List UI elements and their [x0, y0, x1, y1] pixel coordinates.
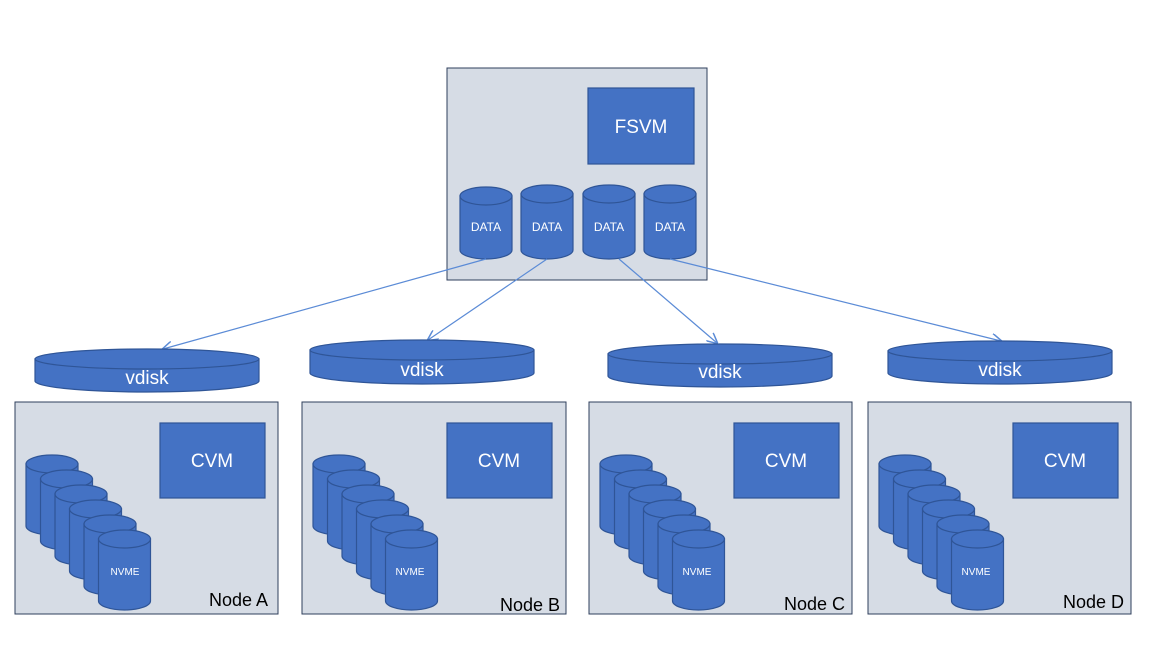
fsvm-label: FSVM — [615, 117, 668, 138]
vdisk-c: vdisk — [607, 343, 833, 388]
node-b: CVM NVME Node B — [301, 401, 567, 615]
cvm-label: CVM — [191, 451, 233, 472]
connectors — [163, 258, 1001, 349]
node-name: Node B — [500, 595, 560, 615]
vdisk-label: vdisk — [698, 362, 742, 383]
vdisk-a: vdisk — [34, 348, 260, 393]
data-disk-label: DATA — [532, 220, 562, 234]
node-c: CVM NVME Node C — [588, 401, 853, 615]
nvme-label: NVME — [683, 567, 712, 578]
connector-arrow — [618, 258, 717, 343]
data-disk-1: DATA — [459, 186, 513, 260]
cvm-label: CVM — [1044, 451, 1086, 472]
cvm-box — [159, 422, 266, 499]
nvme-label: NVME — [396, 567, 425, 578]
fsvm-box — [587, 87, 695, 165]
data-disk-4: DATA — [643, 184, 697, 260]
nvme-drive-stack — [312, 454, 439, 611]
node-d: CVM NVME Node D — [867, 401, 1132, 615]
fsvm-host: FSVM DATA DATA DATA DATA — [446, 67, 708, 281]
vdisk-label: vdisk — [125, 368, 169, 389]
nvme-label: NVME — [111, 567, 140, 578]
connector-arrow — [163, 258, 487, 349]
node-name: Node C — [784, 594, 845, 614]
nvme-drive-cylinder — [950, 529, 1005, 611]
nvme-label: NVME — [962, 567, 991, 578]
connector-arrow — [428, 258, 548, 340]
cvm-label: CVM — [765, 451, 807, 472]
vdisk-b: vdisk — [309, 339, 535, 385]
nvme-drive-cylinder — [97, 529, 152, 611]
data-disk-label: DATA — [594, 220, 624, 234]
cvm-box — [1012, 422, 1119, 499]
vdisk-d: vdisk — [887, 340, 1113, 385]
data-disk-label: DATA — [471, 220, 501, 234]
vdisk-label: vdisk — [400, 360, 444, 381]
cvm-label: CVM — [478, 451, 520, 472]
data-disk-3: DATA — [582, 184, 636, 260]
nvme-drive-cylinder — [384, 529, 439, 611]
nvme-drive-stack — [25, 454, 152, 611]
cvm-box — [446, 422, 553, 499]
vdisk-label: vdisk — [978, 360, 1022, 381]
connector-arrow — [669, 258, 1001, 341]
data-disk-2: DATA — [520, 184, 574, 260]
data-disk-label: DATA — [655, 220, 685, 234]
nvme-drive-stack — [599, 454, 726, 611]
cvm-box — [733, 422, 840, 499]
node-a: CVM NVME Node A — [14, 401, 279, 615]
nvme-drive-cylinder — [671, 529, 726, 611]
nvme-drive-stack — [878, 454, 1005, 611]
node-name: Node A — [209, 590, 268, 610]
node-name: Node D — [1063, 592, 1124, 612]
